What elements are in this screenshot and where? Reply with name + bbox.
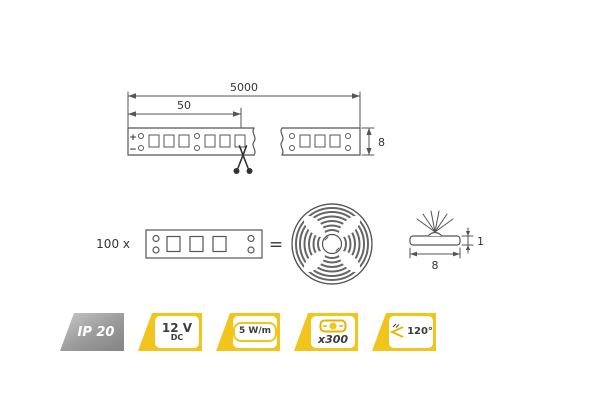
polarity-plus-label: + (129, 133, 137, 143)
total-length-label: 5000 (230, 81, 258, 94)
led-strip-diagram: 5000 50 + − (96, 81, 484, 285)
led-count-label: x300 (317, 332, 349, 346)
ip-rating-badge: IP 20 (60, 313, 124, 351)
strip-width-label: 8 (378, 136, 385, 149)
led-count-card: x300 (311, 316, 355, 348)
led-strip-profile-icon (409, 210, 461, 246)
segment-length-label: 50 (177, 99, 191, 112)
spec-badges: IP 20 12 V DC 5 W/m x300 (60, 313, 436, 351)
reel-top-view-icon (291, 203, 373, 285)
dimension-profile-width-8 (409, 247, 461, 259)
current-type-label: DC (170, 333, 184, 343)
beam-angle-label: 120° (407, 325, 433, 337)
profile-width-label: 8 (432, 259, 439, 272)
power-label: 5 W/m (233, 322, 277, 342)
power-badge: 5 W/m (216, 313, 280, 351)
voltage-label: 12 V (161, 320, 193, 335)
profile-height-label: 1 (477, 235, 484, 248)
dimension-5000 (127, 91, 361, 128)
strip-segment (145, 229, 263, 259)
beam-angle-card: 120° (389, 316, 433, 348)
multiplier-label: 100 x (96, 237, 130, 251)
strip-components-left (138, 133, 246, 151)
voltage-card: 12 V DC (155, 316, 199, 348)
scissors-icon (233, 145, 253, 174)
led-chip-icon (319, 319, 347, 333)
power-card: 5 W/m (233, 316, 277, 348)
led-count-badge: x300 (294, 313, 358, 351)
dimension-50 (127, 107, 242, 128)
ip-rating-label: IP 20 (77, 324, 115, 340)
voltage-badge: 12 V DC (138, 313, 202, 351)
beam-angle-badge: 120° (372, 313, 436, 351)
beam-angle-icon (389, 323, 404, 338)
strip-components-right (289, 133, 351, 151)
equals-label: = (269, 235, 283, 255)
polarity-minus-label: − (129, 145, 137, 155)
